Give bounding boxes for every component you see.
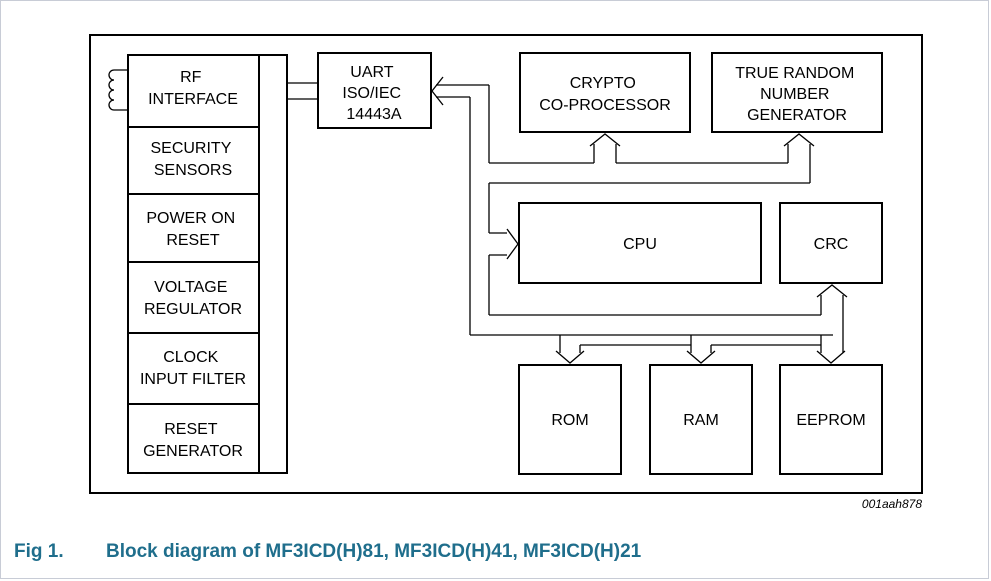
clock-input-filter-label: CLOCK INPUT FILTER	[140, 349, 246, 388]
trng-label: TRUE RANDOM NUMBER GENERATOR	[735, 65, 859, 124]
figure-code: 001aah878	[861, 497, 922, 511]
figure-caption: Fig 1. Block diagram of MF3ICD(H)81, MF3I…	[14, 541, 974, 563]
crc-block	[779, 202, 883, 284]
power-on-reset-label: POWER ON RESET	[146, 210, 239, 249]
uart-label: UART ISO/IEC 14443A	[342, 64, 405, 123]
analog-column	[127, 54, 260, 474]
ram-arrowhead	[686, 350, 716, 364]
crc-arrowhead	[816, 284, 848, 298]
reset-generator-label: RESET GENERATOR	[143, 421, 243, 460]
uart-block	[317, 52, 432, 129]
crypto-arrowhead	[589, 133, 621, 147]
crc-label: CRC	[814, 236, 849, 253]
analog-bus-bar	[258, 54, 288, 474]
rf-interface-label: RF INTERFACE	[148, 69, 238, 108]
cpu-label: CPU	[623, 236, 657, 253]
antenna-coil-icon	[108, 69, 128, 111]
trng-arrowhead	[783, 133, 815, 147]
cpu-arrowhead	[506, 228, 519, 260]
figure-number: Fig 1.	[14, 541, 64, 562]
security-sensors-label: SECURITY SENSORS	[150, 140, 235, 179]
voltage-regulator-label: VOLTAGE REGULATOR	[144, 279, 242, 318]
rom-arrowhead	[555, 350, 585, 364]
uart-arrowhead	[431, 76, 444, 106]
ram-block	[649, 364, 753, 475]
eeprom-arrowhead	[816, 350, 846, 364]
crypto-label: CRYPTO CO-PROCESSOR	[539, 75, 671, 114]
uart-bus	[431, 76, 848, 364]
cpu-block	[518, 202, 762, 284]
crypto-coprocessor-block	[519, 52, 691, 133]
eeprom-block	[779, 364, 883, 475]
ram-label: RAM	[683, 412, 719, 429]
rom-block	[518, 364, 622, 475]
true-random-number-generator-block	[711, 52, 883, 133]
figure-title: Block diagram of MF3ICD(H)81, MF3ICD(H)4…	[106, 541, 642, 562]
rom-label: ROM	[551, 412, 588, 429]
eeprom-label: EEPROM	[796, 412, 865, 429]
